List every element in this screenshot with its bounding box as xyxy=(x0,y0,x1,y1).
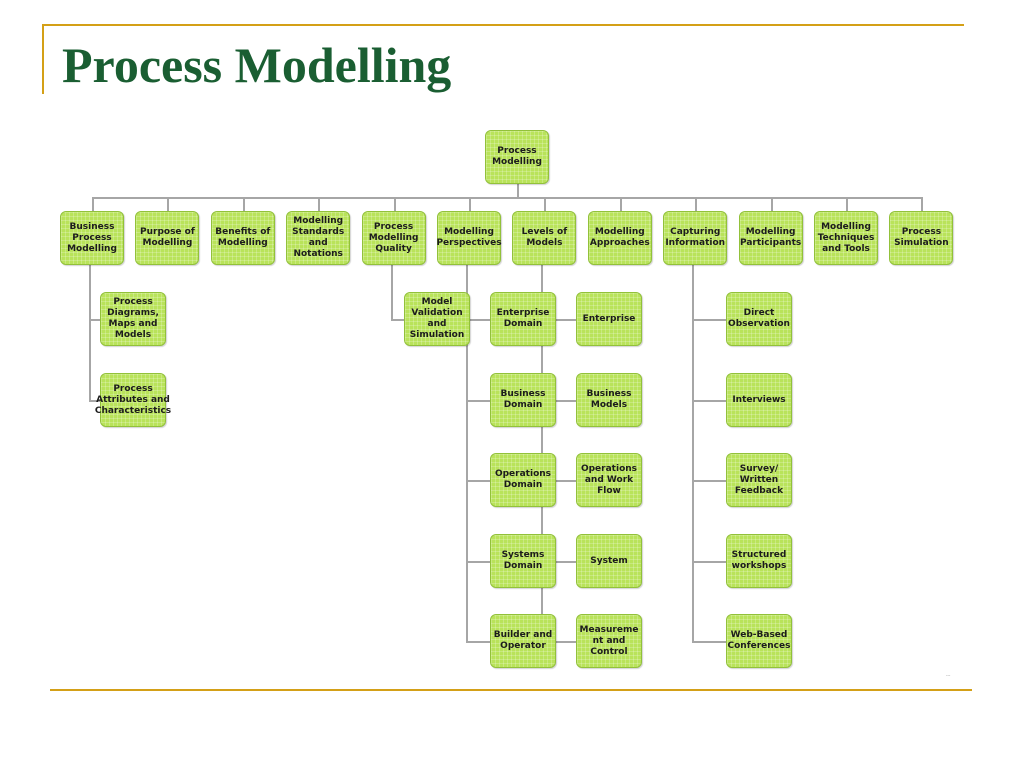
child-node-systems-domain: Systems Domain xyxy=(490,534,556,588)
child-node-process-diagrams-maps-and-models: Process Diagrams, Maps and Models xyxy=(100,292,166,346)
footer-mark: --- xyxy=(946,673,951,678)
connector-drop-7 xyxy=(544,197,547,211)
child-node-interviews: Interviews xyxy=(726,373,792,427)
connector-branch-7-3 xyxy=(541,480,576,482)
root-node-process-modelling: Process Modelling xyxy=(485,130,549,184)
category-node-process-simulation: Process Simulation xyxy=(889,211,954,265)
category-node-modelling-techniques-and-tools: Modelling Techniques and Tools xyxy=(814,211,878,265)
slide-title: Process Modelling xyxy=(62,37,452,93)
connector-branch-6-5 xyxy=(466,641,490,643)
connector-drop-9 xyxy=(695,197,698,211)
category-node-process-modelling-quality: Process Modelling Quality xyxy=(361,211,426,265)
connector-branch-7-2 xyxy=(541,400,576,402)
connector-drop-2 xyxy=(167,197,170,211)
category-node-purpose-of-modelling: Purpose of Modelling xyxy=(135,211,200,265)
child-node-operations-and-work-flow: Operations and Work Flow xyxy=(576,453,642,507)
connector-branch-1-2 xyxy=(89,400,100,402)
connector-branch-6-2 xyxy=(466,400,490,402)
connector-branch-6-1 xyxy=(466,319,490,321)
child-node-operations-domain: Operations Domain xyxy=(490,453,556,507)
connector-branch-5-1 xyxy=(390,319,404,321)
child-node-web-based-conferences: Web-Based Conferences xyxy=(726,614,792,668)
child-node-business-models: Business Models xyxy=(576,373,642,427)
category-node-business-process-modelling: Business Process Modelling xyxy=(60,211,124,265)
title-left-rule xyxy=(42,24,44,94)
child-node-survey-written-feedback: Survey/ Written Feedback xyxy=(726,453,792,507)
connector-drop-4 xyxy=(318,197,321,211)
connector-branch-6-3 xyxy=(466,480,490,482)
connector-drop-1 xyxy=(92,197,94,211)
category-node-capturing-information: Capturing Information xyxy=(663,211,728,265)
bottom-rule xyxy=(50,689,972,691)
connector-branch-1-1 xyxy=(89,319,100,321)
child-node-builder-and-operator: Builder and Operator xyxy=(490,614,556,668)
category-node-levels-of-models: Levels of Models xyxy=(512,211,577,265)
connector-spine-1 xyxy=(89,265,91,401)
title-top-rule xyxy=(42,24,964,26)
child-node-process-attributes-and-characteristics: Process Attributes and Characteristics xyxy=(95,373,171,427)
connector-spine-5 xyxy=(390,265,393,320)
child-node-business-domain: Business Domain xyxy=(490,373,556,427)
child-node-direct-observation: Direct Observation xyxy=(726,292,792,346)
connector-drop-5 xyxy=(393,197,396,211)
connector-drop-6 xyxy=(469,197,471,211)
connector-branch-9-4 xyxy=(692,561,726,563)
connector-root-stem xyxy=(517,184,519,197)
connector-branch-7-4 xyxy=(541,561,576,563)
category-node-modelling-standards-and-notations: Modelling Standards and Notations xyxy=(286,211,351,265)
connector-branch-9-3 xyxy=(692,480,726,482)
connector-drop-10 xyxy=(770,197,773,211)
category-node-modelling-participants: Modelling Participants xyxy=(738,211,803,265)
connector-branch-6-4 xyxy=(466,561,490,563)
child-node-system: System xyxy=(576,534,642,588)
child-node-enterprise: Enterprise xyxy=(576,292,642,346)
connector-branch-9-5 xyxy=(692,641,726,643)
category-node-modelling-approaches: Modelling Approaches xyxy=(587,211,652,265)
connector-branch-9-2 xyxy=(692,400,726,402)
connector-branch-9-1 xyxy=(692,319,726,321)
connector-branch-7-1 xyxy=(541,319,576,321)
category-node-benefits-of-modelling: Benefits of Modelling xyxy=(210,211,275,265)
child-node-model-validation-and-simulation: Model Validation and Simulation xyxy=(404,292,470,346)
child-node-structured-workshops: Structured workshops xyxy=(726,534,792,588)
connector-spine-6 xyxy=(466,265,468,642)
connector-branch-7-5 xyxy=(541,641,576,643)
connector-bus xyxy=(92,197,924,199)
connector-drop-8 xyxy=(619,197,622,211)
child-node-measureme-nt-and-control: Measureme nt and Control xyxy=(576,614,642,668)
connector-spine-9 xyxy=(692,265,695,642)
category-node-modelling-perspectives: Modelling Perspectives xyxy=(436,211,502,265)
connector-drop-3 xyxy=(242,197,245,211)
child-node-enterprise-domain: Enterprise Domain xyxy=(490,292,556,346)
connector-drop-12 xyxy=(921,197,924,211)
connector-drop-11 xyxy=(846,197,848,211)
